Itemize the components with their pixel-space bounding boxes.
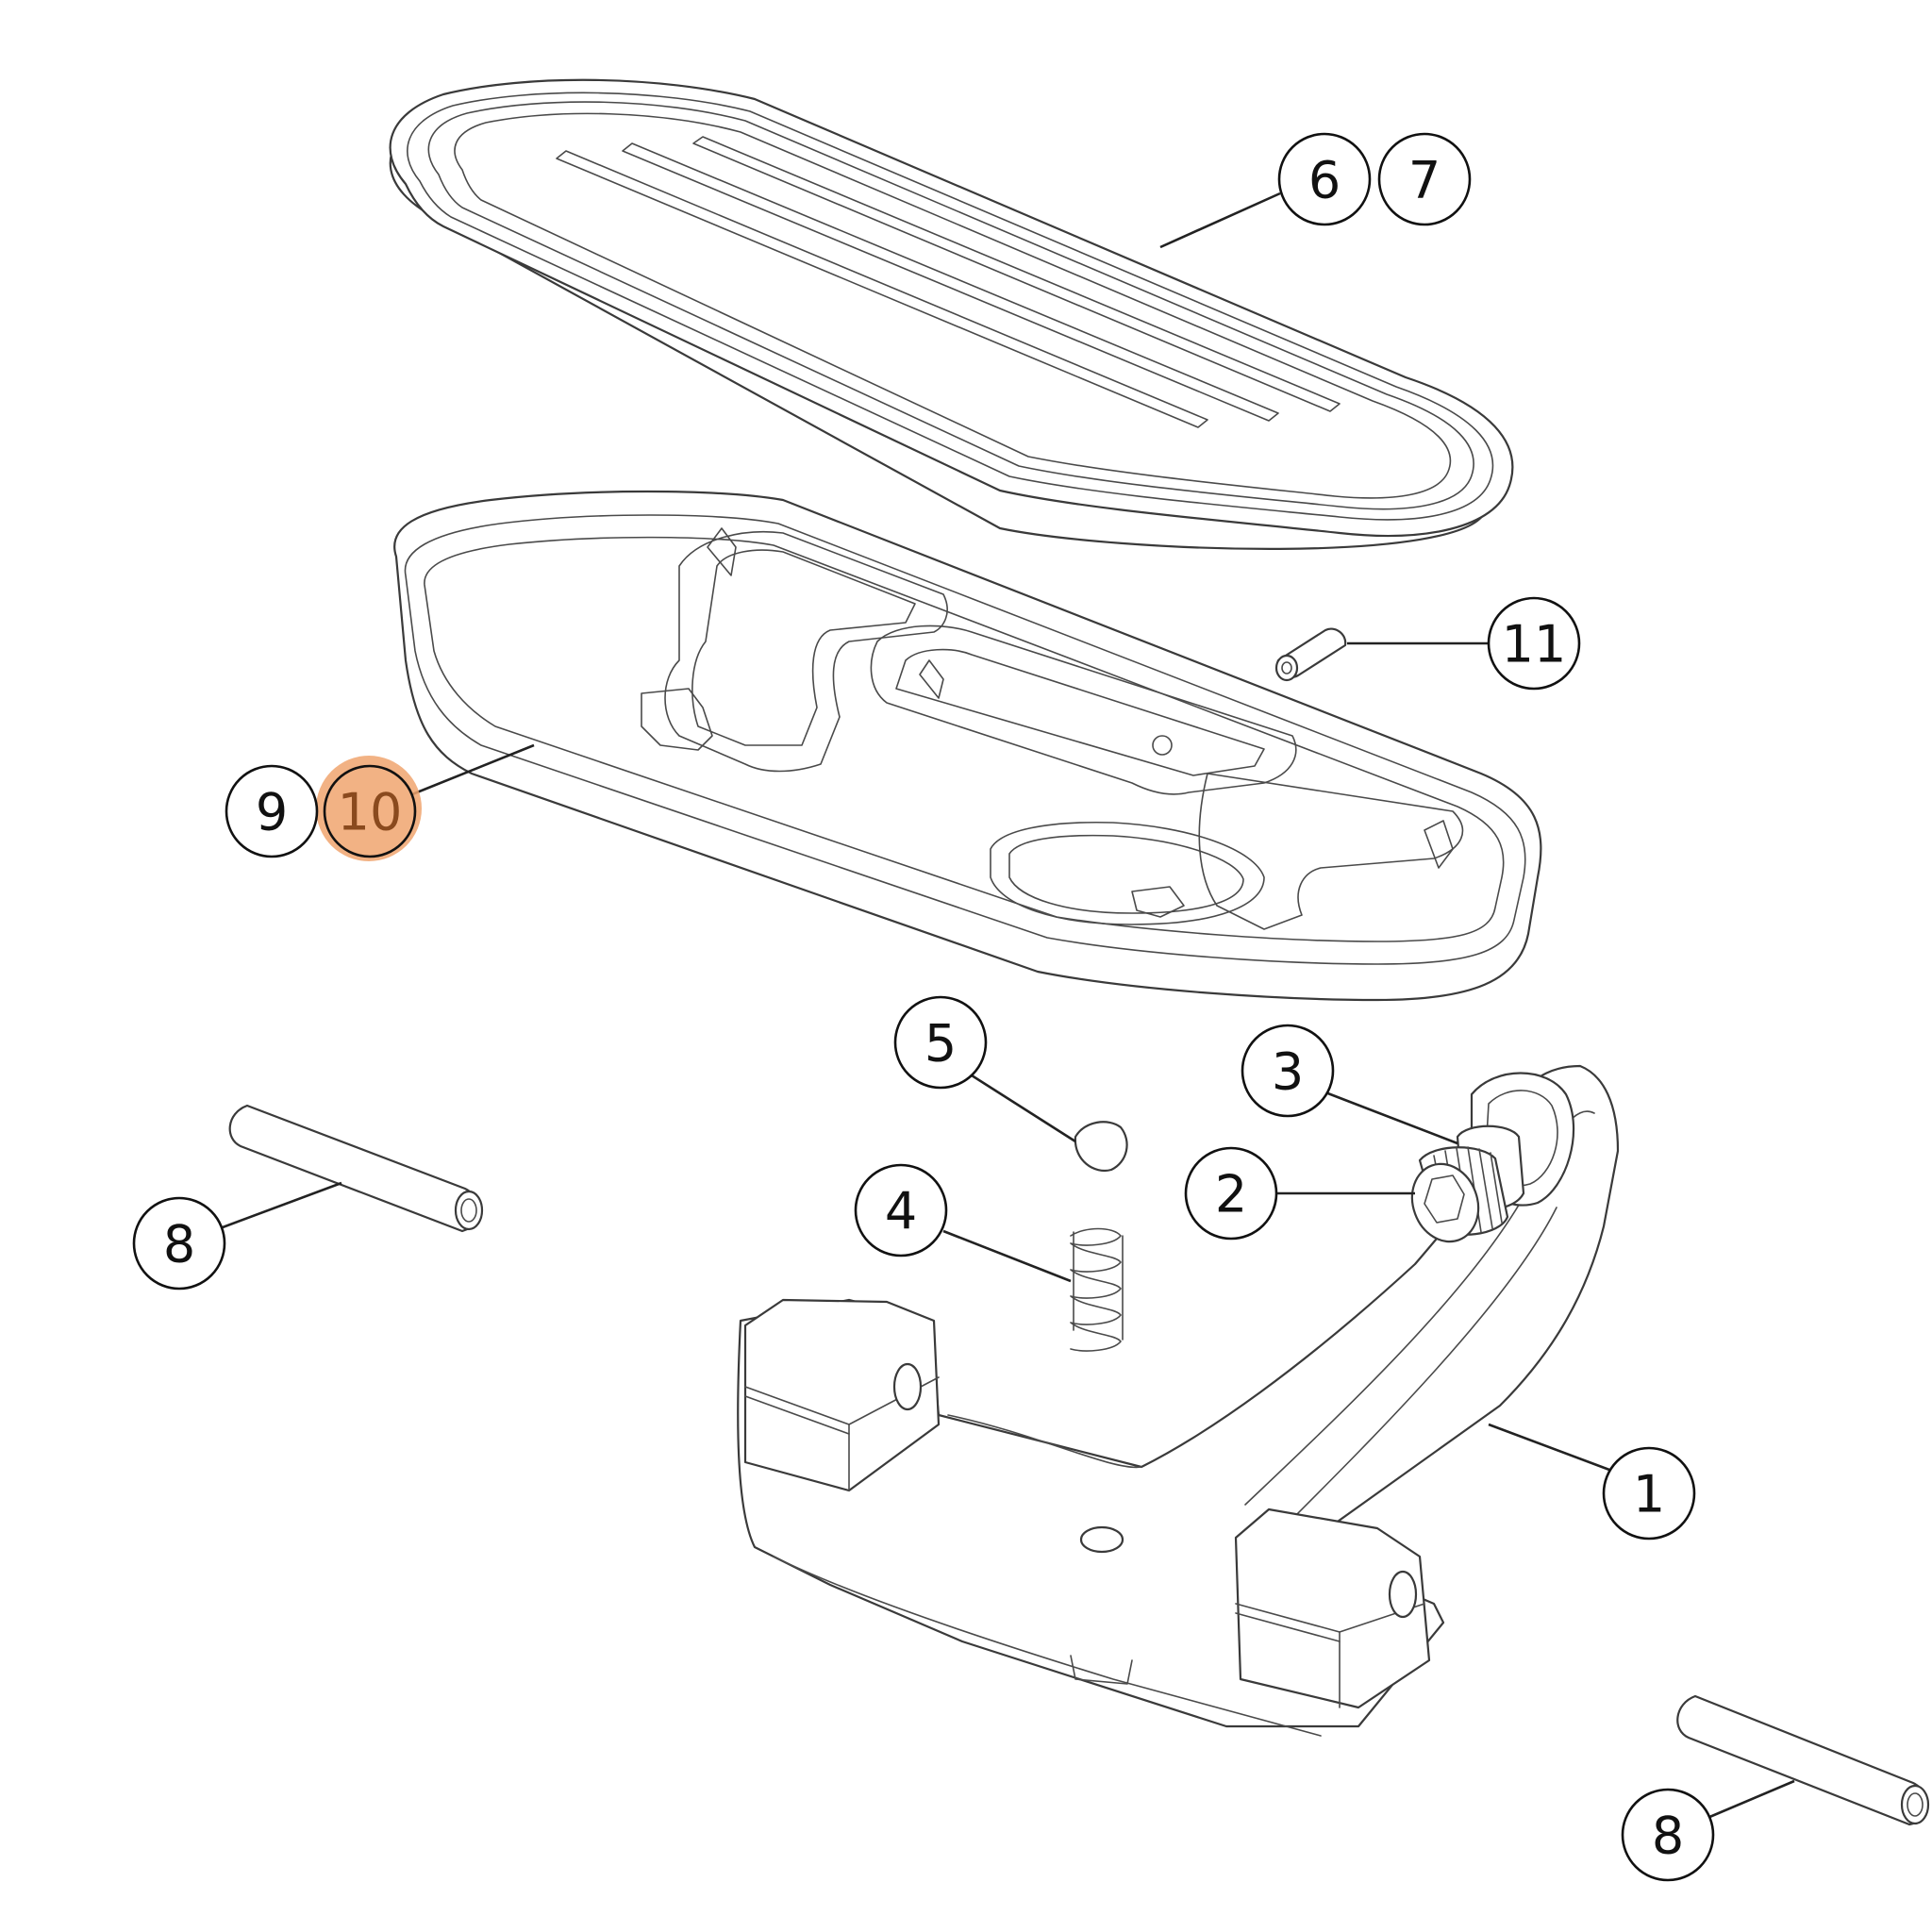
callout-4: 4 <box>854 1163 948 1257</box>
svg-text:8: 8 <box>1652 1807 1684 1866</box>
callout-1: 1 <box>1602 1446 1696 1541</box>
callout-8-left: 8 <box>132 1196 226 1291</box>
callout-6: 6 <box>1277 132 1372 226</box>
leader-8b <box>1707 1779 1795 1820</box>
leader-6 <box>1159 192 1281 249</box>
leader-3 <box>1324 1091 1458 1145</box>
svg-text:3: 3 <box>1272 1042 1304 1102</box>
leader-4 <box>942 1229 1072 1283</box>
footboard-base-pan <box>393 490 1542 1002</box>
callout-8-right: 8 <box>1621 1788 1715 1882</box>
highlight-marker <box>316 756 422 861</box>
svg-text:7: 7 <box>1408 151 1441 210</box>
callout-11: 11 <box>1487 596 1581 691</box>
pin-part-8-left <box>228 1104 484 1233</box>
svg-text:4: 4 <box>885 1182 917 1241</box>
svg-text:10: 10 <box>338 783 403 842</box>
callout-9: 9 <box>225 764 319 858</box>
spring-part-4 <box>1070 1227 1124 1352</box>
detent-ball-part-5 <box>1074 1121 1128 1173</box>
leader-10 <box>411 743 535 796</box>
svg-text:6: 6 <box>1308 151 1341 210</box>
bracket-part-1 <box>737 1064 1620 1737</box>
pin-part-8-right <box>1676 1694 1930 1826</box>
callout-10: 10 <box>323 764 417 858</box>
svg-text:1: 1 <box>1633 1465 1665 1524</box>
small-pin-part-11 <box>1274 627 1347 682</box>
callout-7: 7 <box>1377 132 1472 226</box>
svg-text:8: 8 <box>163 1215 195 1274</box>
leader-5 <box>971 1074 1076 1143</box>
svg-text:2: 2 <box>1215 1165 1247 1224</box>
callout-3: 3 <box>1241 1024 1335 1118</box>
leader-lines <box>222 192 1795 1820</box>
svg-text:9: 9 <box>256 783 288 842</box>
leader-1 <box>1488 1423 1610 1472</box>
svg-text:11: 11 <box>1502 615 1567 675</box>
callout-5: 5 <box>893 995 988 1090</box>
leader-8a <box>222 1181 342 1229</box>
callout-2: 2 <box>1184 1146 1278 1241</box>
footboard-top-pad <box>389 78 1514 550</box>
svg-text:5: 5 <box>924 1014 957 1074</box>
bolt-part-2-and-sleeve-part-3 <box>1410 1124 1525 1243</box>
